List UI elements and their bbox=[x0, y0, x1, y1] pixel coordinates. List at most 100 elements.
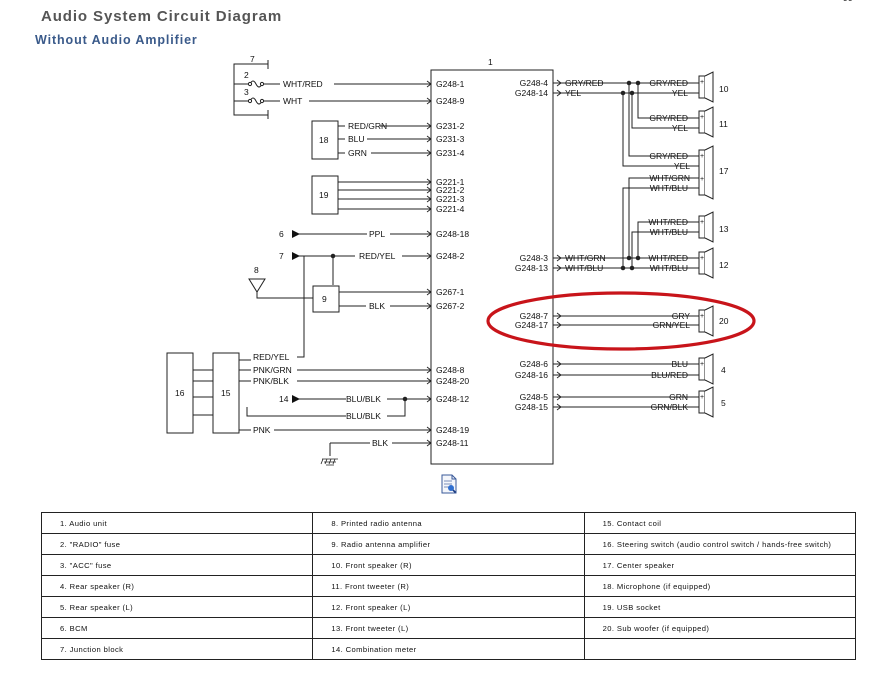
legend-cell: 16. Steering switch (audio control switc… bbox=[583, 533, 857, 555]
document-icon[interactable] bbox=[441, 474, 457, 494]
ref-front-l: 12 bbox=[719, 260, 729, 270]
circuit-diagram: 1 7 2 3 18 19 6 7 8 9 16 15 14 WHT/RED W… bbox=[166, 54, 756, 466]
wire-rear-r-blu-red: BLU/RED bbox=[651, 370, 688, 380]
wire-tweeter-r-gry-red: GRY/RED bbox=[649, 113, 688, 123]
bcm-connector-icon bbox=[292, 230, 300, 238]
pin-g267-2: G267-2 bbox=[436, 301, 465, 311]
wire-sub-gry: GRY bbox=[672, 311, 691, 321]
antenna-amp-box bbox=[312, 285, 340, 313]
wire-center-wht-grn: WHT/GRN bbox=[649, 173, 690, 183]
legend-cell: 19. USB socket bbox=[583, 596, 857, 618]
wire-steer-red-yel: RED/YEL bbox=[253, 352, 290, 362]
wire-red-yel: RED/YEL bbox=[359, 251, 396, 261]
legend-cell: 15. Contact coil bbox=[583, 512, 857, 534]
wire-ground-blk: BLK bbox=[372, 438, 388, 448]
legend-cell: 10. Front speaker (R) bbox=[312, 554, 585, 576]
ref-rear-l: 5 bbox=[721, 398, 726, 408]
wire-r-yel: YEL bbox=[565, 88, 581, 98]
wire-steer-pnk-blk: PNK/BLK bbox=[253, 376, 289, 386]
legend-cell: 12. Front speaker (L) bbox=[312, 596, 585, 618]
page-title: Audio System Circuit Diagram bbox=[41, 8, 283, 25]
ref-rear-r: 4 bbox=[721, 365, 726, 375]
wire-wht: WHT bbox=[283, 96, 302, 106]
legend-cell: 6. BCM bbox=[40, 617, 314, 639]
ref-tweeter-r: 11 bbox=[719, 119, 728, 129]
pin-g248-4: G248-4 bbox=[520, 78, 549, 88]
ref-junction: 7 bbox=[279, 251, 284, 261]
page-subtitle: Without Audio Amplifier bbox=[35, 33, 198, 47]
pin-g231-4: G231-4 bbox=[436, 148, 465, 158]
legend-cell: 14. Combination meter bbox=[312, 638, 585, 660]
plus-rear-l: + bbox=[700, 394, 704, 401]
antenna-triangle bbox=[248, 278, 266, 293]
ref-contact-coil: 15 bbox=[221, 388, 231, 398]
pin-g248-2: G248-2 bbox=[436, 251, 465, 261]
ref-steering-switch: 16 bbox=[175, 388, 185, 398]
plus-front-r: + bbox=[700, 79, 704, 86]
pin-g231-2: G231-2 bbox=[436, 121, 465, 131]
wire-antenna-blk: BLK bbox=[369, 301, 385, 311]
legend-cell: 3. "ACC" fuse bbox=[40, 554, 314, 576]
wire-center-wht-blu: WHT/BLU bbox=[650, 183, 688, 193]
wire-center-yel: YEL bbox=[674, 161, 690, 171]
wire-r-wht-grn: WHT/GRN bbox=[565, 253, 606, 263]
wire-rear-l-grn-blk: GRN/BLK bbox=[651, 402, 689, 412]
ref-audio-unit: 1 bbox=[488, 57, 493, 67]
pin-g248-16: G248-16 bbox=[515, 370, 548, 380]
legend-cell: 20. Sub woofer (if equipped) bbox=[583, 617, 857, 639]
ref-fuse-box: 7 bbox=[250, 54, 255, 64]
legend-row: 4. Rear speaker (R)11. Front tweeter (R)… bbox=[40, 575, 857, 597]
ref-fuse-radio: 2 bbox=[244, 70, 249, 80]
ref-usb: 19 bbox=[319, 190, 329, 200]
ref-center: 17 bbox=[719, 166, 729, 176]
pin-g231-3: G231-3 bbox=[436, 134, 465, 144]
plus-tweeter-r: + bbox=[700, 114, 704, 121]
pin-g267-1: G267-1 bbox=[436, 287, 465, 297]
pin-g248-12: G248-12 bbox=[436, 394, 469, 404]
legend-cell: 5. Rear speaker (L) bbox=[40, 596, 314, 618]
subwoofer-highlight-ellipse bbox=[486, 291, 756, 351]
audio-unit-box bbox=[430, 69, 554, 465]
pin-g248-14: G248-14 bbox=[515, 88, 548, 98]
pin-g248-11: G248-11 bbox=[436, 438, 469, 448]
legend-cell: 17. Center speaker bbox=[583, 554, 857, 576]
pin-g248-17: G248-17 bbox=[515, 320, 548, 330]
usb-socket-box bbox=[311, 175, 339, 215]
meter-connector-icon bbox=[292, 395, 300, 403]
ref-antenna-amp: 9 bbox=[322, 294, 327, 304]
legend-cell: 7. Junction block bbox=[40, 638, 314, 660]
legend-cell: 2. "RADIO" fuse bbox=[40, 533, 314, 555]
legend-cell: 18. Microphone (if equipped) bbox=[583, 575, 857, 597]
pin-g248-13: G248-13 bbox=[515, 263, 548, 273]
wire-tweeter-l-wht-red: WHT/RED bbox=[648, 217, 688, 227]
legend-cell: 11. Front tweeter (R) bbox=[312, 575, 585, 597]
speaker-front-l-icon bbox=[698, 247, 714, 279]
fuse-box-bracket bbox=[233, 63, 268, 116]
plus-center-2: + bbox=[700, 176, 704, 183]
wire-r-wht-blu: WHT/BLU bbox=[565, 263, 603, 273]
wire-steer-pnk: PNK bbox=[253, 425, 271, 435]
legend-cell: 9. Radio antenna amplifier bbox=[312, 533, 585, 555]
wire-center-gry-red: GRY/RED bbox=[649, 151, 688, 161]
ref-front-r: 10 bbox=[719, 84, 729, 94]
wire-mic-red-grn: RED/GRN bbox=[348, 121, 387, 131]
microphone-box bbox=[311, 120, 339, 160]
pin-g221-3: G221-3 bbox=[436, 194, 465, 204]
legend-cell bbox=[583, 638, 857, 660]
pin-g248-15: G248-15 bbox=[515, 402, 548, 412]
wire-meter-blu-blk-2: BLU/BLK bbox=[346, 411, 381, 421]
wire-front-l-wht-red: WHT/RED bbox=[648, 253, 688, 263]
speaker-tweeter-l-icon bbox=[698, 211, 714, 243]
wire-tweeter-r-yel: YEL bbox=[672, 123, 688, 133]
speaker-front-r-icon bbox=[698, 71, 714, 103]
pin-g248-20: G248-20 bbox=[436, 376, 469, 386]
plus-rear-r: + bbox=[700, 361, 704, 368]
wire-wht-red: WHT/RED bbox=[283, 79, 323, 89]
wire-front-r-gry-red: GRY/RED bbox=[649, 78, 688, 88]
pin-g221-2: G221-2 bbox=[436, 185, 465, 195]
